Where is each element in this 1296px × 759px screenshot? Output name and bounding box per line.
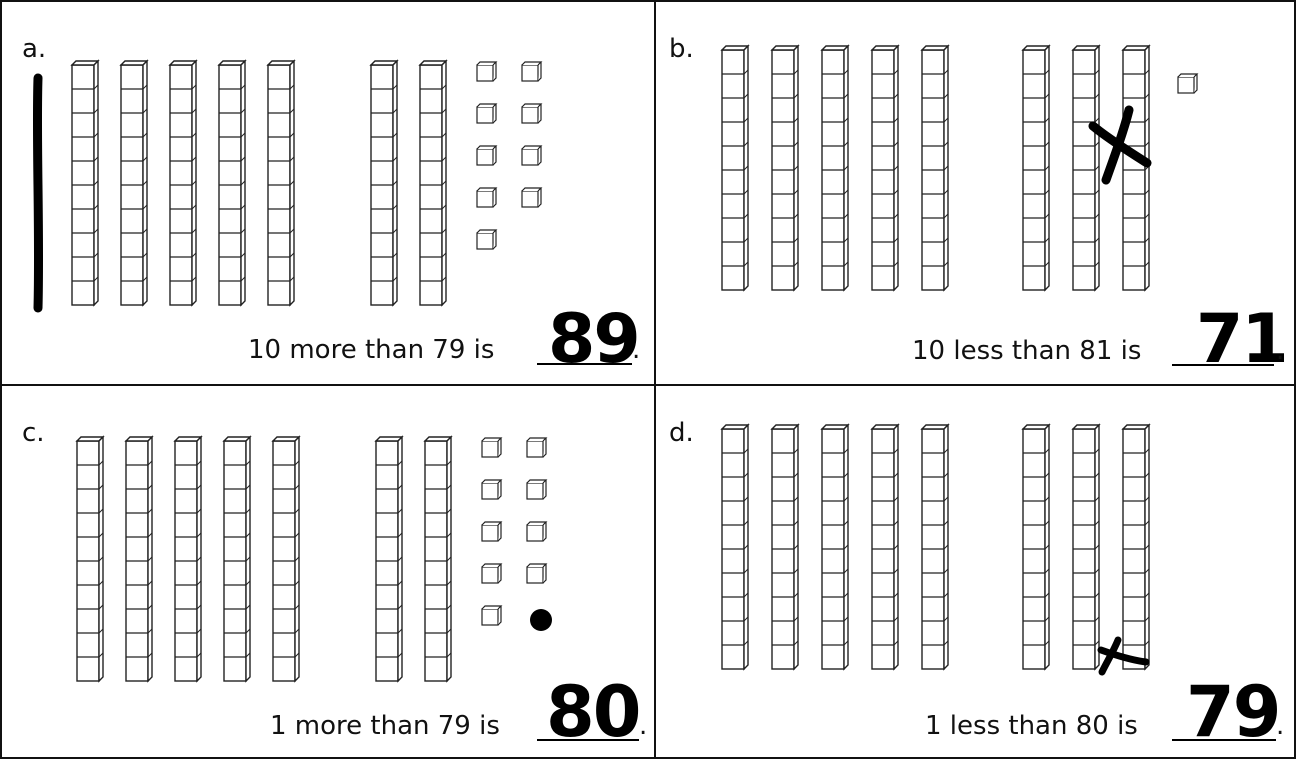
ten-rod	[268, 61, 294, 305]
ten-rod	[1073, 425, 1099, 669]
ten-rod	[1123, 46, 1149, 290]
panel-b-sentence: 10 less than 81 is	[912, 336, 1141, 366]
panel-c-period: .	[639, 711, 647, 741]
panel-b-period: .	[1276, 336, 1284, 366]
ten-rod	[1023, 46, 1049, 290]
ten-rod	[121, 61, 147, 305]
unit-cube	[482, 522, 501, 541]
panel-c-answer: 80	[546, 671, 639, 753]
ten-rod	[772, 46, 798, 290]
ten-rod	[1023, 425, 1049, 669]
panel-c-unit-cubes	[482, 438, 546, 625]
ten-rod	[273, 437, 299, 681]
unit-cube	[477, 146, 496, 165]
ten-rod	[175, 437, 201, 681]
unit-cube	[527, 564, 546, 583]
unit-cube	[477, 188, 496, 207]
panel-b-label: b.	[669, 34, 694, 64]
panel-d-period: .	[1276, 711, 1284, 741]
ten-rod	[224, 437, 250, 681]
unit-cube	[477, 104, 496, 123]
panel-d-answer: 79	[1186, 671, 1279, 753]
ten-rod	[219, 61, 245, 305]
panel-b-answer: 71	[1196, 300, 1287, 379]
ten-rod	[420, 61, 446, 305]
ten-rod	[425, 437, 451, 681]
panel-a-ten-rods	[72, 61, 446, 305]
ten-rod	[872, 46, 898, 290]
unit-cube	[477, 62, 496, 81]
unit-cube	[522, 62, 541, 81]
panel-a-unit-cubes	[477, 62, 541, 249]
ten-rod	[822, 425, 848, 669]
ten-rod	[922, 46, 948, 290]
answer-underlines	[537, 364, 1276, 740]
panel-b-ten-rods	[722, 46, 1149, 290]
panel-d-label: d.	[669, 418, 694, 448]
panel-a-answer: 89	[548, 300, 639, 379]
panel-c-label: c.	[22, 418, 45, 448]
unit-cube	[527, 480, 546, 499]
ten-rod	[872, 425, 898, 669]
ten-rod	[1123, 425, 1149, 669]
panel-a-added-ten-mark	[37, 78, 38, 308]
panel-a-period: .	[632, 335, 640, 365]
ten-rod	[376, 437, 402, 681]
ten-rod	[722, 425, 748, 669]
ten-rod	[822, 46, 848, 290]
panel-c-added-one-dot	[530, 609, 552, 631]
unit-cube	[482, 564, 501, 583]
ten-rod	[722, 46, 748, 290]
unit-cube	[522, 104, 541, 123]
unit-cube	[522, 146, 541, 165]
ten-rod	[72, 61, 98, 305]
ten-rod	[772, 425, 798, 669]
unit-cube	[1178, 74, 1197, 93]
panel-c-sentence: 1 more than 79 is	[270, 711, 500, 741]
unit-cube	[522, 188, 541, 207]
panel-b-unit-cubes	[1178, 74, 1197, 93]
panel-a-sentence: 10 more than 79 is	[248, 335, 494, 365]
ten-rod	[77, 437, 103, 681]
ten-rod	[126, 437, 152, 681]
unit-cube	[527, 522, 546, 541]
panel-a-label: a.	[22, 34, 46, 64]
ten-rod	[371, 61, 397, 305]
ten-rod	[170, 61, 196, 305]
unit-cube	[482, 480, 501, 499]
unit-cube	[482, 438, 501, 457]
panel-d-sentence: 1 less than 80 is	[925, 711, 1138, 741]
ten-rod	[1073, 46, 1099, 290]
ten-rod	[922, 425, 948, 669]
unit-cube	[482, 606, 501, 625]
panel-c-ten-rods	[77, 437, 451, 681]
panel-d-ten-rods	[722, 425, 1149, 669]
unit-cube	[477, 230, 496, 249]
unit-cube	[527, 438, 546, 457]
